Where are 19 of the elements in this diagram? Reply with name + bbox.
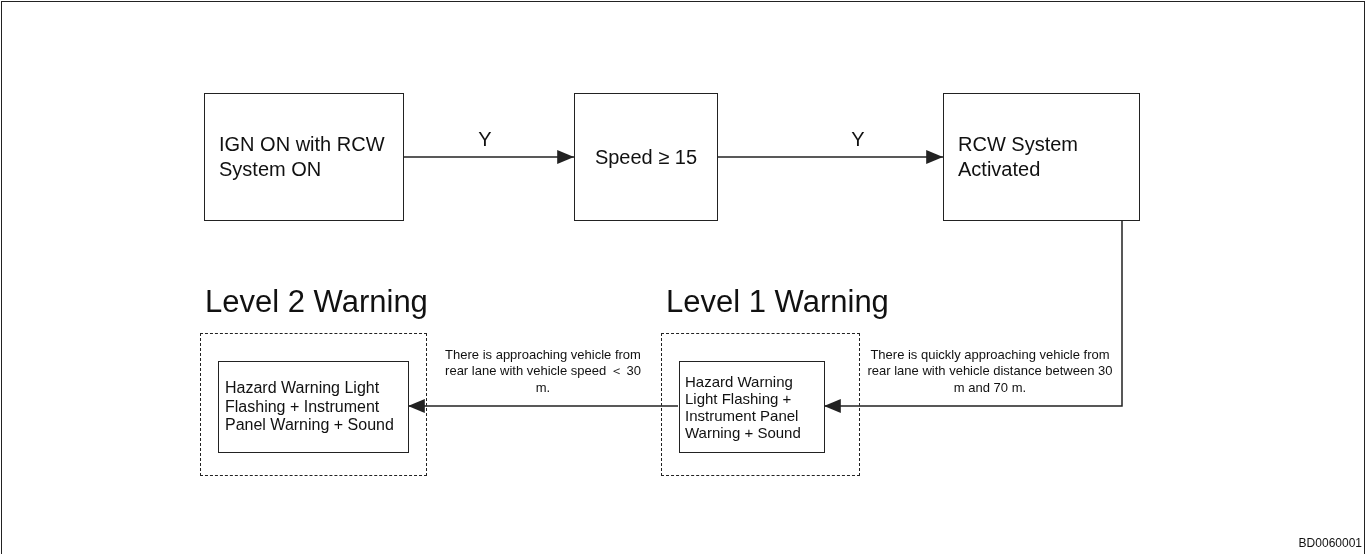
group-heading: Level 2 Warning [205, 284, 428, 320]
box-text: Speed ≥ 15 [594, 144, 698, 170]
box-text: Hazard Warning Light Flashing + Instrument Panel Warning + Sound [685, 372, 802, 442]
arrow [403, 150, 575, 164]
edge-label: Y [477, 127, 493, 152]
box-text: IGN ON with RCW System ON [219, 132, 386, 182]
figure-code: BD0060001 [1298, 536, 1362, 550]
arrow [407, 399, 679, 413]
arrow [823, 220, 1123, 413]
process-box [943, 93, 1140, 221]
process-box [218, 361, 409, 453]
arrow [717, 150, 944, 164]
group-heading: Level 1 Warning [666, 284, 889, 320]
edge-label: Y [850, 127, 866, 152]
process-box [574, 93, 718, 221]
process-box [204, 93, 404, 221]
box-text: RCW System Activated [958, 132, 1079, 182]
process-box [679, 361, 825, 453]
box-text: Hazard Warning Light Flashing + Instrument Panel Warning + Sound [225, 379, 395, 435]
